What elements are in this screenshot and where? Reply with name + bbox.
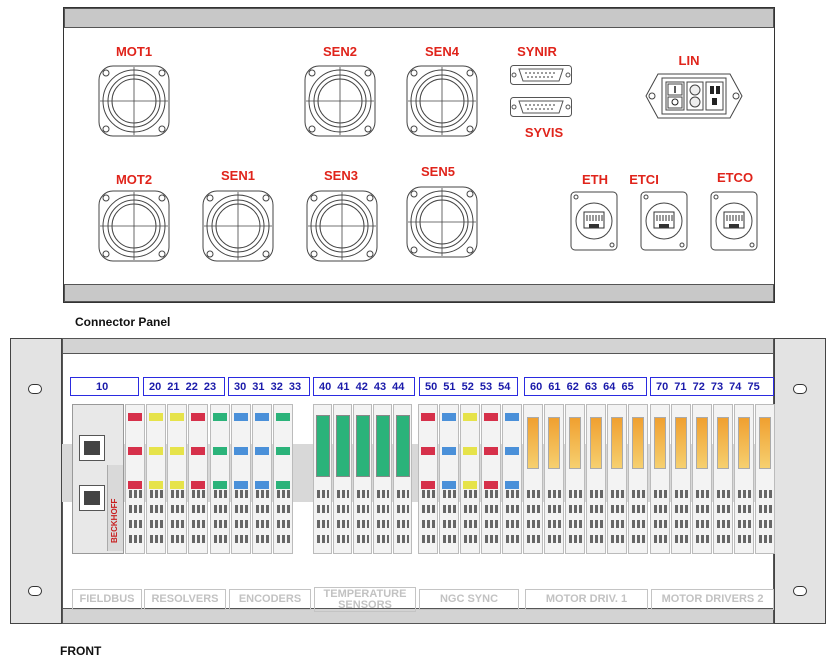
- terminal-module: [586, 404, 606, 554]
- connector-label-sen5: SEN5: [421, 164, 455, 179]
- circular-connector-icon: [304, 188, 380, 264]
- mounting-hole-icon: [793, 586, 807, 596]
- terminal-module: [353, 404, 372, 554]
- ethercon-connector-icon: [709, 190, 759, 257]
- front-panel-caption: FRONT: [60, 644, 102, 658]
- connector-label-synir: SYNIR: [517, 44, 557, 59]
- circular-connector-icon: [404, 63, 480, 139]
- terminal-module: [734, 404, 754, 554]
- terminal-module: [146, 404, 166, 554]
- terminal-numbers-fieldbus: 10: [70, 377, 139, 396]
- connector-label-mot2: MOT2: [115, 172, 153, 187]
- panel-bottom-strip: [64, 284, 774, 302]
- connector-label-etci: ETCI: [629, 172, 659, 187]
- terminal-module: [650, 404, 670, 554]
- terminal-module: [333, 404, 352, 554]
- terminal-module: [210, 404, 230, 554]
- dsub-connector-icon: [510, 65, 572, 90]
- terminal-module: [692, 404, 712, 554]
- terminal-module: [188, 404, 208, 554]
- group-label-encoders: ENCODERS: [229, 589, 311, 610]
- connector-panel-caption: Connector Panel: [75, 315, 171, 329]
- terminal-numbers-motor-drives-1: 60 61 62 63 64 65: [524, 377, 647, 396]
- terminal-numbers-ngc-sync: 50 51 52 53 54: [419, 377, 518, 396]
- terminal-module: [460, 404, 480, 554]
- circular-connector-icon: [96, 63, 172, 139]
- connector-panel: MOT1 SEN2 SEN4 SYNIR SYVIS LIN MOT2 SEN1…: [63, 7, 775, 303]
- terminal-module: [481, 404, 501, 554]
- terminal-module: [523, 404, 543, 554]
- rack-top-rail: [62, 338, 774, 354]
- terminal-module: [373, 404, 392, 554]
- terminal-module: [628, 404, 648, 554]
- circular-connector-icon: [302, 63, 378, 139]
- rack-ear-left: [10, 338, 62, 624]
- terminal-module: [313, 404, 332, 554]
- terminal-module: [252, 404, 272, 554]
- terminal-numbers-motor-drives-2: 70 71 72 73 74 75: [650, 377, 774, 396]
- terminal-module: [713, 404, 733, 554]
- terminal-numbers-temperature: 40 41 42 43 44: [313, 377, 415, 396]
- mounting-hole-icon: [28, 586, 42, 596]
- connector-label-lin: LIN: [678, 53, 700, 68]
- terminal-module: [418, 404, 438, 554]
- terminal-module: [755, 404, 775, 554]
- ethercat-coupler: BECKHOFF: [72, 404, 124, 554]
- mounting-hole-icon: [793, 384, 807, 394]
- terminal-module: [607, 404, 627, 554]
- terminal-module: [502, 404, 522, 554]
- terminal-module: [231, 404, 251, 554]
- group-label-resolvers: RESOLVERS: [144, 589, 226, 610]
- connector-label-eth: ETH: [582, 172, 608, 187]
- group-label-temperature: TEMPERATURE SENSORS: [314, 587, 416, 612]
- connector-label-etco: ETCO: [716, 170, 754, 185]
- rack-bottom-rail: [62, 608, 774, 624]
- circular-connector-icon: [200, 188, 276, 264]
- circular-connector-icon: [96, 188, 172, 264]
- mounting-hole-icon: [28, 384, 42, 394]
- ethercon-connector-icon: [569, 190, 619, 257]
- connector-label-mot1: MOT1: [115, 44, 153, 59]
- terminal-module: [167, 404, 187, 554]
- ethercon-connector-icon: [639, 190, 689, 257]
- circular-connector-icon: [404, 184, 480, 260]
- terminal-module: [273, 404, 293, 554]
- group-label-fieldbus: FIELDBUS: [72, 589, 142, 610]
- terminal-module: [439, 404, 459, 554]
- terminal-module: [565, 404, 585, 554]
- terminal-module: [544, 404, 564, 554]
- connector-label-syvis: SYVIS: [524, 125, 564, 140]
- connector-label-sen1: SEN1: [221, 168, 255, 183]
- terminal-numbers-encoders: 30 31 32 33: [228, 377, 310, 396]
- rj45-port-icon: [79, 485, 105, 511]
- terminal-module: [125, 404, 145, 554]
- dsub-connector-icon: [510, 97, 572, 122]
- connector-label-sen2: SEN2: [323, 44, 357, 59]
- rj45-port-icon: [79, 435, 105, 461]
- connector-label-sen3: SEN3: [324, 168, 358, 183]
- connector-label-sen4: SEN4: [425, 44, 459, 59]
- group-label-motor-drives-1: MOTOR DRIV. 1: [525, 589, 648, 610]
- group-label-motor-drives-2: MOTOR DRIVERS 2: [651, 589, 774, 610]
- power-inlet-icon: [644, 70, 744, 127]
- rack-ear-right: [774, 338, 826, 624]
- terminal-module: [393, 404, 412, 554]
- terminal-numbers-resolvers: 20 21 22 23: [143, 377, 225, 396]
- group-label-ngc-sync: NGC SYNC: [419, 589, 519, 610]
- panel-top-strip: [64, 8, 774, 28]
- terminal-module: [671, 404, 691, 554]
- coupler-brand-label: BECKHOFF: [110, 498, 119, 543]
